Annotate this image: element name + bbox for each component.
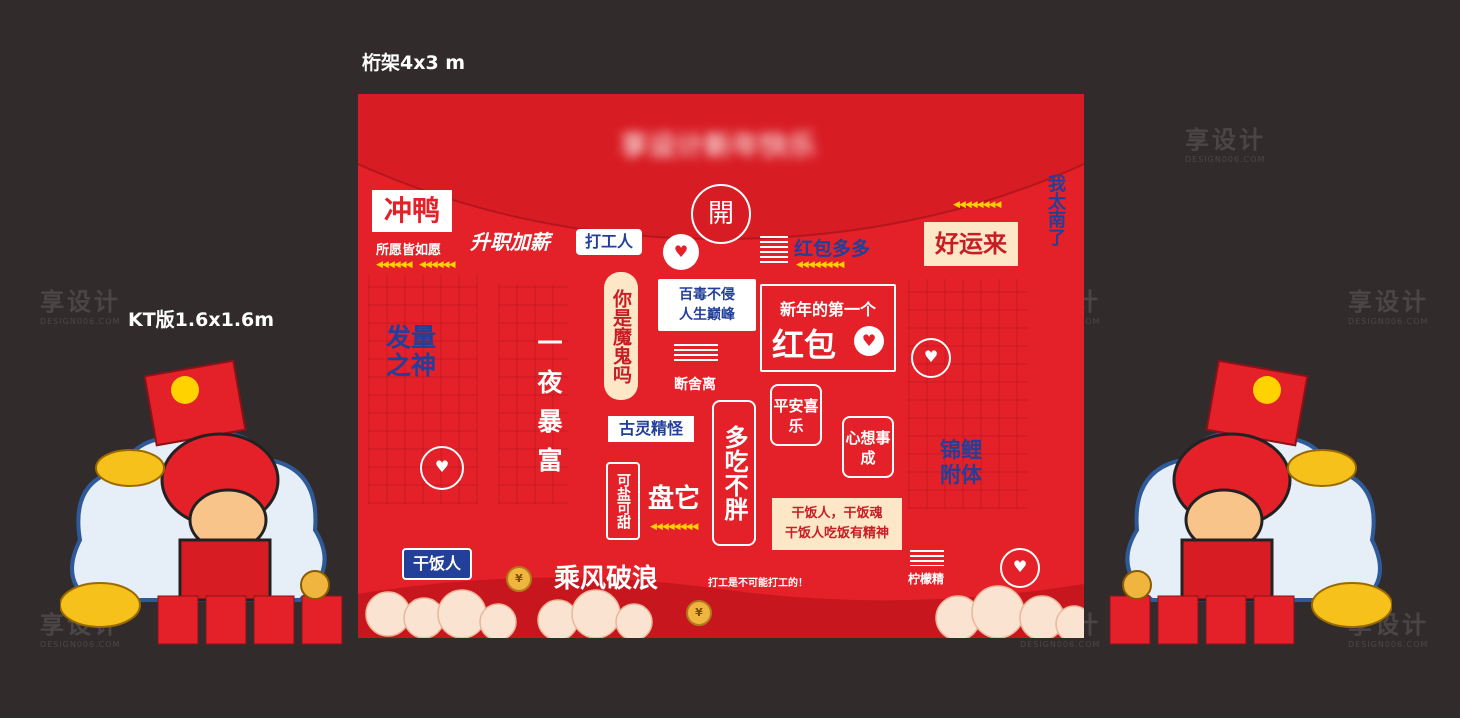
ningmeng-label: 柠檬精	[908, 572, 945, 586]
chongya-subtitle: 所愿皆如愿	[376, 243, 442, 258]
jinli-label: 锦鲤附体	[940, 438, 982, 487]
arrows-icon: ◀◀◀◀◀◀ ◀◀◀◀◀◀	[376, 260, 455, 270]
arrows-icon: ◀◀◀◀◀◀◀◀	[953, 200, 1001, 210]
ganfan-line1: 干饭人，干饭魂	[791, 506, 883, 521]
arrows-icon: ◀◀◀◀◀◀◀◀	[796, 260, 844, 270]
rensheng-label: 人生巅峰	[679, 307, 735, 323]
chongya-label: 冲鸭	[372, 190, 452, 232]
red-envelope-backdrop: 享设计新年快乐 開 冲鸭 所愿皆如愿 ◀◀◀◀◀◀ ◀◀◀◀◀◀ 升职加薪 打工…	[358, 94, 1084, 638]
stripes-icon	[910, 550, 944, 566]
pingan-label: 平安喜乐	[770, 384, 822, 446]
truss-size-label: 桁架4x3 m	[362, 52, 466, 74]
baidu-box: 百毒不侵 人生巅峰	[658, 279, 756, 331]
shengzhi-label: 升职加薪	[470, 230, 550, 254]
xinnian-label: 新年的第一个	[779, 300, 876, 319]
hongbao-duoduo-label: 红包多多	[794, 238, 871, 260]
heart-icon: ♥	[854, 326, 884, 356]
ganfan-box: 干饭人，干饭魂 干饭人吃饭有精神	[772, 498, 902, 550]
cloud-icon	[365, 585, 1084, 638]
duochibupang-label: 多吃不胖	[712, 400, 756, 546]
faliang-label: 发量之神	[386, 323, 437, 380]
coin-icon: ¥	[686, 600, 712, 626]
heart-bubble-icon: ♥	[420, 446, 464, 490]
xinxiang-label: 心想事成	[842, 416, 894, 478]
duanshe-label: 断舍离	[674, 377, 716, 393]
chengfeng-label: 乘风破浪	[554, 564, 659, 594]
open-seal: 開	[691, 184, 751, 244]
panta-label: 盘它	[648, 484, 701, 514]
nishimoguima-label: 你是魔鬼吗	[604, 272, 638, 400]
stripes-icon	[674, 344, 718, 362]
arrows-icon: ◀◀◀◀◀◀◀◀	[650, 522, 698, 532]
gulingjingguai-label: 古灵精怪	[608, 416, 694, 442]
hongbao-bubble: 新年的第一个 红包	[760, 284, 896, 372]
wotainanle-label: 我太南了	[1045, 174, 1066, 246]
dagongren-label: 打工人	[576, 229, 642, 255]
ganfan-line2: 干饭人吃饭有精神	[784, 526, 889, 541]
ganfanren-label: 干饭人	[402, 548, 472, 580]
hongbao-label: 红包	[772, 326, 837, 364]
heart-bubble-icon: ♥	[911, 338, 951, 378]
baidu-label: 百毒不侵	[679, 287, 735, 303]
kt-board-size-label: KT版1.6x1.6m	[128, 309, 275, 331]
heart-bubble-icon: ♥	[663, 234, 699, 270]
lion-mascot-icon	[60, 360, 343, 645]
haoyunlai-label: 好运来	[924, 222, 1018, 266]
yiyebaofu-label: 一夜暴富	[534, 330, 563, 486]
keyan-label: 可盐可甜	[606, 462, 640, 540]
coin-icon: ¥	[506, 566, 532, 592]
dagong-small-label: 打工是不可能打工的！	[708, 578, 808, 589]
blurred-title: 享设计新年快乐	[619, 129, 816, 162]
stripes-icon	[760, 236, 788, 266]
lion-mascot-icon	[1109, 360, 1392, 645]
heart-bubble-icon: ♥	[1000, 548, 1040, 588]
